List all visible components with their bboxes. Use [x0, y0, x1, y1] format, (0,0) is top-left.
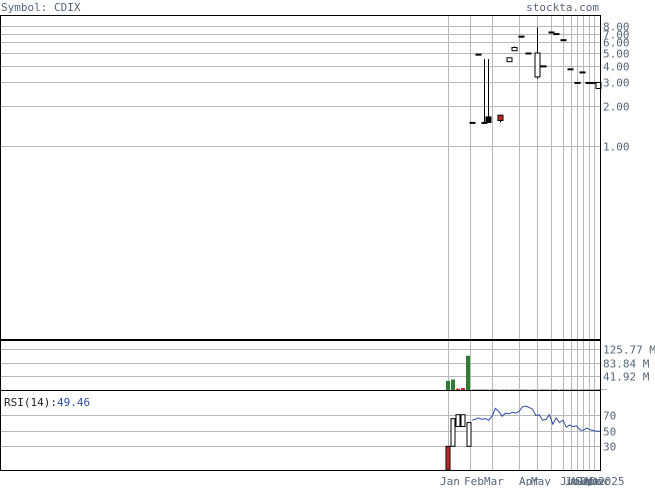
x-axis-label: Feb: [464, 475, 484, 486]
price-candle: [541, 66, 546, 67]
price-candle: [512, 46, 517, 50]
volume-tick-label: 83.84 M: [603, 358, 650, 371]
rsi-gridlines: [1, 391, 600, 470]
price-candle: [498, 115, 503, 122]
price-candle: [507, 58, 512, 62]
rsi-axis: 70 50 30: [603, 410, 616, 454]
candle-body: [575, 82, 580, 83]
rsi-series-line: [472, 406, 600, 431]
rsi-candle: [467, 423, 471, 447]
rsi-panel: 70 50 30 RSI(14):49.46: [1, 391, 617, 471]
price-panel: 8.007.006.005.004.003.002.001.00: [1, 16, 630, 340]
price-tick-label: 4.00: [603, 61, 630, 74]
price-tick-label: 2.00: [603, 101, 630, 114]
candle-body: [549, 32, 554, 33]
price-candle: [549, 32, 554, 33]
candle-body: [507, 58, 512, 62]
rsi-candle: [461, 415, 465, 427]
price-candle: [568, 69, 573, 70]
price-panel-frame: [1, 16, 601, 340]
price-candle: [519, 36, 524, 38]
rsi-tick-label: 30: [603, 441, 616, 454]
volume-panel-frame: [1, 341, 601, 391]
volume-tick-label: 41.92 M: [603, 371, 650, 384]
x-axis-label: Mar: [484, 475, 504, 486]
price-tick-label: 1.00: [603, 141, 630, 154]
candle-body: [498, 115, 503, 120]
rsi-candle: [451, 419, 455, 447]
volume-panel: 125.77 M83.84 M41.92 M: [1, 341, 655, 391]
volume-bar: [451, 380, 455, 390]
price-candles: [470, 27, 601, 123]
candle-body: [476, 54, 481, 55]
candle-body: [554, 34, 559, 35]
rsi-candle: [446, 446, 450, 470]
candle-body: [526, 53, 531, 54]
rsi-candle: [456, 415, 460, 427]
volume-bar: [446, 381, 450, 390]
price-axis: 8.007.006.005.004.003.002.001.00: [603, 21, 630, 154]
x-axis-label: Jan: [440, 475, 460, 486]
price-candle: [526, 53, 531, 54]
price-candle: [535, 27, 540, 78]
candle-body: [470, 122, 475, 123]
candle-body: [519, 36, 524, 37]
rsi-label: RSI(14):: [4, 396, 57, 409]
price-candle: [470, 122, 475, 123]
price-candle: [561, 40, 566, 41]
candle-body: [541, 66, 546, 67]
price-candle: [580, 72, 585, 73]
candle-body: [486, 117, 491, 122]
candle-body: [561, 40, 566, 41]
volume-bar: [456, 389, 460, 390]
volume-axis: 125.77 M83.84 M41.92 M: [603, 344, 655, 384]
candle-body: [586, 82, 591, 83]
price-candle: [476, 54, 481, 55]
price-candle: [486, 59, 491, 122]
candle-body: [512, 48, 517, 51]
rsi-tick-label: 50: [603, 426, 616, 439]
candle-body: [535, 53, 540, 77]
x-axis-label: May: [531, 475, 551, 486]
rsi-panel-frame: [1, 391, 601, 471]
price-candle: [575, 82, 580, 83]
price-tick-label: 3.00: [603, 77, 630, 90]
price-candle: [554, 34, 559, 35]
price-candle: [586, 82, 591, 83]
x-axis-label: 2025: [598, 475, 625, 486]
price-candle: [482, 59, 487, 123]
candle-body: [568, 69, 573, 70]
rsi-title: RSI(14):49.46: [4, 396, 90, 409]
volume-tick-label: 125.77 M: [603, 344, 655, 357]
rsi-tick-label: 70: [603, 410, 616, 423]
price-tick-label: 5.00: [603, 48, 630, 61]
volume-bar: [466, 356, 470, 390]
symbol-label: Symbol: CDIX: [1, 1, 81, 14]
volume-bar: [461, 388, 465, 390]
price-gridlines: [1, 16, 600, 339]
candle-body: [580, 72, 585, 73]
volume-gridlines: [1, 341, 600, 390]
site-name: stockta.com: [526, 1, 599, 14]
rsi-value: 49.46: [57, 396, 90, 409]
